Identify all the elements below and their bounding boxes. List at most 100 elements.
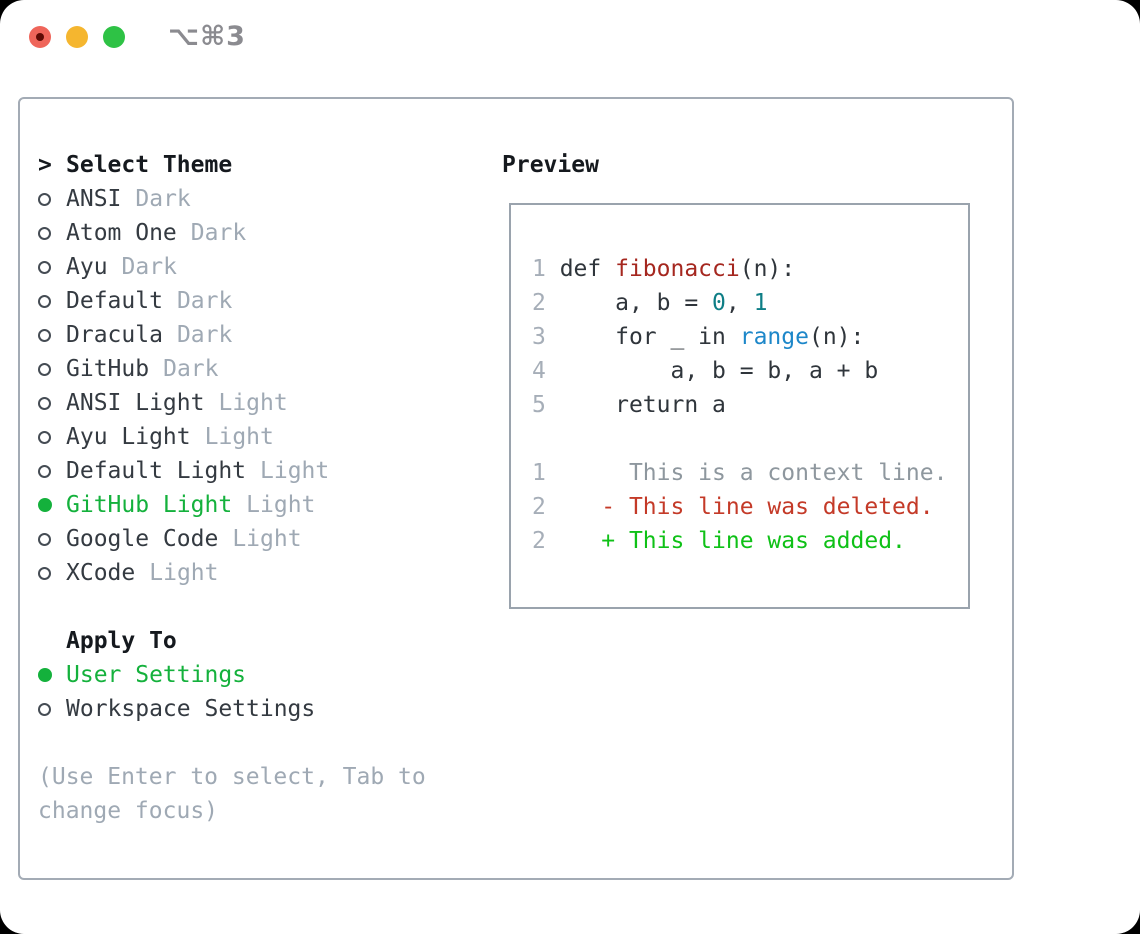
- code-token: return a: [559, 392, 726, 418]
- code-token: - This line was deleted.: [601, 494, 934, 520]
- theme-option[interactable]: Ayu Dark: [38, 250, 426, 284]
- code-token: a, b = b, a + b: [559, 358, 879, 384]
- code-line: 2 a, b = 0, 1: [532, 286, 968, 320]
- spacer: [532, 422, 968, 456]
- line-number: 2: [532, 290, 560, 316]
- option-label: XCode: [66, 560, 136, 586]
- focus-caret-icon: >: [38, 152, 52, 178]
- theme-variant-tag: Dark: [163, 356, 219, 382]
- line-number: 4: [532, 358, 560, 384]
- radio-icon: [38, 329, 51, 342]
- radio-icon: [38, 397, 51, 410]
- option-label: ANSI Light: [66, 390, 205, 416]
- radio-icon: [38, 703, 51, 716]
- radio-selected-icon: [38, 668, 52, 682]
- code-token: + This line was added.: [601, 528, 906, 554]
- hint-line-1: (Use Enter to select, Tab to: [38, 764, 426, 790]
- option-label: Default: [66, 288, 163, 314]
- radio-icon: [38, 431, 51, 444]
- code-token: for _ in: [559, 324, 740, 350]
- theme-option[interactable]: Default Light Light: [38, 454, 426, 488]
- zoom-button[interactable]: [103, 26, 125, 48]
- code-token: a, b =: [559, 290, 713, 316]
- line-number: 5: [532, 392, 560, 418]
- code-line: 1 def fibonacci(n):: [532, 252, 968, 286]
- radio-icon: [38, 227, 51, 240]
- option-label: GitHub Light: [66, 492, 233, 518]
- apply-to-header: Apply To: [38, 624, 426, 658]
- theme-option[interactable]: Atom One Dark: [38, 216, 426, 250]
- theme-option[interactable]: Ayu Light Light: [38, 420, 426, 454]
- radio-icon: [38, 465, 51, 478]
- code-line: 2 + This line was added.: [532, 524, 968, 558]
- select-theme-header: > Select Theme: [38, 148, 426, 182]
- code-line: 2 - This line was deleted.: [532, 490, 968, 524]
- option-label: Ayu: [66, 254, 108, 280]
- theme-option[interactable]: Google Code Light: [38, 522, 426, 556]
- option-label: GitHub: [66, 356, 150, 382]
- option-label: Ayu Light: [66, 424, 191, 450]
- theme-option[interactable]: GitHub Dark: [38, 352, 426, 386]
- option-label: Default Light: [66, 458, 247, 484]
- radio-icon: [38, 567, 51, 580]
- radio-icon: [38, 193, 51, 206]
- theme-variant-tag: Dark: [135, 186, 191, 212]
- theme-variant-tag: Dark: [176, 322, 233, 348]
- option-label: Atom One: [66, 220, 177, 246]
- code-token: (n):: [739, 256, 796, 282]
- option-label: Workspace Settings: [66, 696, 316, 722]
- window-title: ⌥⌘3: [168, 21, 246, 52]
- theme-variant-tag: Light: [260, 458, 330, 484]
- line-number: 1: [532, 256, 560, 282]
- code-line: 1 This is a context line.: [532, 456, 968, 490]
- theme-variant-tag: Dark: [121, 254, 177, 280]
- code-token: 0: [712, 290, 726, 316]
- code-token: def: [559, 256, 616, 282]
- code-token: [560, 528, 602, 554]
- preview-label: Preview: [502, 152, 599, 178]
- theme-option[interactable]: Dracula Dark: [38, 318, 426, 352]
- line-number: 1: [532, 460, 560, 486]
- line-number: 2: [532, 528, 560, 554]
- theme-variant-tag: Dark: [190, 220, 247, 246]
- radio-icon: [38, 363, 51, 376]
- apply-option[interactable]: Workspace Settings: [38, 692, 426, 726]
- apply-to-label: Apply To: [66, 628, 177, 654]
- line-number: 3: [532, 324, 560, 350]
- radio-icon: [38, 533, 51, 546]
- code-token: 1: [753, 290, 768, 316]
- select-theme-label: Select Theme: [66, 152, 233, 178]
- code-line: 5 return a: [532, 388, 968, 422]
- theme-variant-tag: Light: [204, 424, 274, 450]
- theme-variant-tag: Light: [149, 560, 219, 586]
- minimize-button[interactable]: [66, 26, 88, 48]
- code-token: (n):: [808, 324, 865, 350]
- theme-option[interactable]: XCode Light: [38, 556, 426, 590]
- option-label: User Settings: [66, 662, 247, 688]
- apply-option[interactable]: User Settings: [38, 658, 426, 692]
- line-number: 2: [532, 494, 560, 520]
- diff-preview: 1 This is a context line.2 - This line w…: [532, 456, 968, 558]
- code-line: 4 a, b = b, a + b: [532, 354, 968, 388]
- option-label: Dracula: [66, 322, 163, 348]
- radio-selected-icon: [38, 498, 52, 512]
- code-line: 3 for _ in range(n):: [532, 320, 968, 354]
- code-token: [560, 494, 602, 520]
- option-label: Google Code: [66, 526, 219, 552]
- close-button[interactable]: [29, 26, 51, 48]
- radio-icon: [38, 261, 51, 274]
- theme-variant-tag: Light: [232, 526, 302, 552]
- code-token: ,: [725, 290, 754, 316]
- hint-line-2: change focus): [38, 798, 219, 824]
- spacer: [38, 726, 426, 760]
